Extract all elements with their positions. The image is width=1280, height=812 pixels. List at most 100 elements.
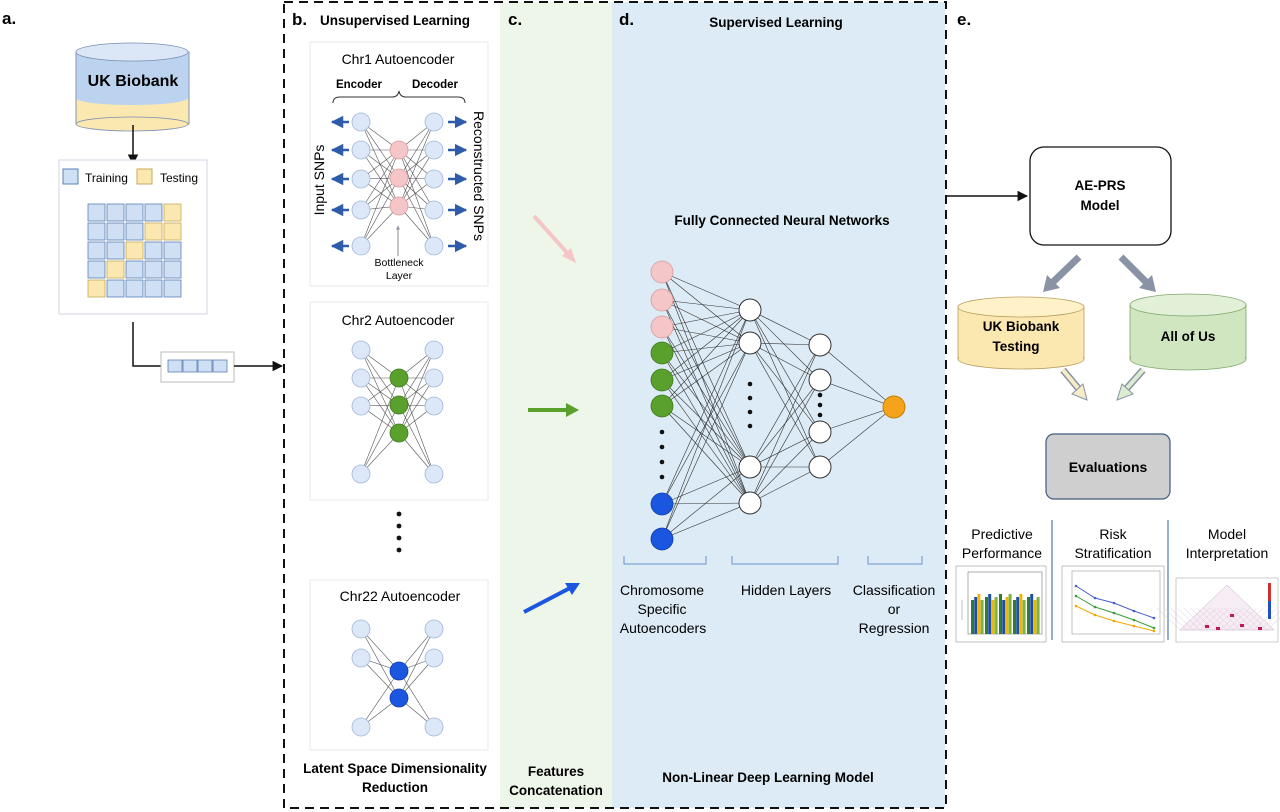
thumb-point (1132, 618, 1136, 622)
hidden-layers-label: Hidden Layers (741, 582, 831, 598)
thumb-bar (985, 597, 988, 634)
edge (661, 271, 751, 468)
edge (749, 309, 821, 381)
output-node (424, 140, 444, 160)
input-node (351, 200, 371, 220)
panel-a-letter: a. (2, 9, 16, 28)
output-node (424, 396, 444, 416)
input-node (650, 260, 674, 284)
ld-hatch (1213, 607, 1237, 631)
edge (661, 326, 751, 344)
edge (819, 344, 895, 408)
grid-cell (144, 279, 163, 298)
ld-hatch (1233, 607, 1257, 631)
ld-hatch (1156, 607, 1181, 631)
input-node (351, 619, 371, 639)
hidden-node (738, 491, 762, 515)
thumb-bar (1013, 600, 1016, 634)
blue-feature-arrowhead (565, 583, 580, 595)
encoder-label: Encoder (336, 79, 383, 91)
output-node (424, 169, 444, 189)
ellipsis-dot (396, 511, 402, 517)
panel-b-letter: b. (292, 10, 307, 29)
output-node (424, 717, 444, 737)
uk-biobank-label: UK Biobank (88, 73, 179, 90)
uk-biobank-database-icon (75, 42, 190, 132)
ld-hotspot (1230, 614, 1234, 617)
blue-feature-arrow (523, 586, 571, 614)
ellipsis-dot (747, 423, 753, 429)
hidden-node (738, 455, 762, 479)
ae-prs-model-line2: Model (1081, 198, 1120, 213)
input-node (351, 717, 371, 737)
risk-stratification-thumbnail (1061, 565, 1165, 643)
bottleneck-node (389, 423, 409, 443)
edge (749, 344, 821, 504)
ld-hatch (1193, 607, 1217, 631)
chr22-title: Chr22 Autoencoder (340, 588, 461, 604)
edge (661, 309, 751, 381)
edge (398, 121, 435, 179)
edge (819, 379, 895, 408)
all-of-us-label: All of Us (1161, 329, 1216, 344)
ld-colorbar (1268, 583, 1271, 601)
output-label-line2: or (888, 601, 901, 617)
output-node (424, 619, 444, 639)
ld-hotspot (1258, 627, 1262, 630)
bottleneck-node (389, 661, 409, 681)
predictive-performance-thumbnail (955, 565, 1047, 643)
output-node (424, 112, 444, 132)
thumb-point (1074, 584, 1078, 588)
ld-hatch (1266, 617, 1280, 631)
edge (661, 299, 751, 311)
eval-interpretation-line2: Interpretation (1186, 545, 1269, 561)
edge (661, 342, 751, 505)
bottleneck-node (389, 140, 409, 160)
bottleneck-node (389, 168, 409, 188)
legend-testing: Testing (160, 171, 198, 185)
panel-c-background (500, 2, 612, 808)
ld-hotspot (1205, 625, 1209, 628)
ld-hatch (1199, 607, 1224, 631)
ld-hatch (1230, 607, 1254, 631)
ld-hatch (1210, 607, 1234, 631)
ellipsis-dot (817, 412, 823, 418)
ld-hatch (1237, 607, 1261, 631)
ld-hatch (1186, 607, 1210, 631)
reconstructed-snps-label: Reconstructed SNPs (471, 111, 487, 241)
output-node (424, 368, 444, 388)
decoder-label: Decoder (412, 79, 459, 91)
eval-interpretation-line1: Model (1208, 526, 1246, 542)
bottleneck-node (389, 395, 409, 415)
bottleneck-node (389, 688, 409, 708)
edge (661, 271, 751, 311)
allofus-to-evaluations-arrow (1116, 367, 1146, 401)
model-to-testing-arrow (1043, 254, 1082, 292)
input-node (650, 315, 674, 339)
input-node (351, 236, 371, 256)
thumb-point (1152, 629, 1156, 633)
network-title: Fully Connected Neural Networks (674, 213, 889, 228)
edge (661, 502, 751, 540)
edge (661, 405, 751, 468)
panel-b-footer-line1: Latent Space Dimensionality (303, 761, 487, 776)
chr2-title: Chr2 Autoencoder (342, 312, 455, 328)
edge (661, 299, 751, 468)
edge (661, 326, 751, 504)
ld-hotspot (1240, 624, 1244, 627)
edge (398, 404, 435, 475)
output-layer-bracket (867, 556, 923, 565)
thumb-point (1093, 613, 1097, 617)
edge (398, 628, 435, 699)
grid-cell (125, 241, 144, 260)
ellipsis-dot (396, 535, 402, 541)
ellipsis-dot (659, 429, 665, 435)
panel-b-title: Unsupervised Learning (320, 13, 470, 28)
edge (398, 377, 435, 434)
thumb-bar (1005, 597, 1009, 634)
grid-cell (87, 279, 106, 298)
chr1-title: Chr1 Autoencoder (342, 51, 455, 67)
ld-hatch (1217, 607, 1241, 631)
ld-hatch (1240, 607, 1264, 631)
edge (749, 466, 821, 504)
